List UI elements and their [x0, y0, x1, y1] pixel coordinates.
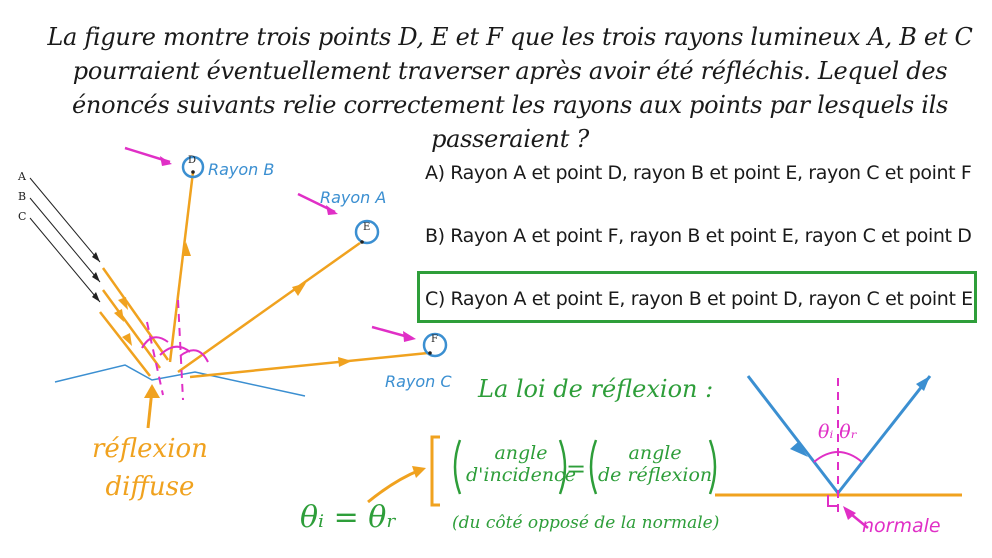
- option-c[interactable]: C) Rayon A et point E, rayon B et point …: [425, 288, 973, 310]
- equation-arrow: [367, 468, 421, 504]
- point-e-circle: [354, 219, 380, 245]
- big-bracket: [430, 435, 440, 507]
- point-f-dot: [428, 351, 432, 355]
- angle-arc-3: [179, 349, 209, 363]
- incoming-label-b: B: [18, 190, 27, 203]
- incident-arrow: [790, 442, 808, 457]
- reflected-ray-c: [189, 351, 429, 379]
- rough-surface: [54, 364, 306, 397]
- reflected-ray-b: [168, 171, 195, 363]
- angle-arc-2: [159, 345, 191, 356]
- paren-left-open: [453, 439, 462, 495]
- orange-incoming-b: [101, 289, 162, 369]
- point-d-dot: [191, 170, 195, 174]
- reflection-line-1: angle: [628, 442, 682, 464]
- arrowhead-b: [92, 272, 100, 282]
- diffuse-pointer-head: [144, 384, 160, 398]
- equals-sign: =: [566, 455, 587, 483]
- point-e-dot: [360, 240, 364, 244]
- angle-arc-1: [141, 336, 169, 349]
- ray-a-label: Rayon A: [320, 188, 387, 207]
- reflection-line-2: de réflexion: [598, 464, 713, 486]
- reflected-arrow-b: [182, 242, 191, 256]
- normal-dashed-2: [177, 299, 184, 401]
- theta-angle-label: θᵢ θᵣ: [818, 421, 858, 443]
- question-line-3: énoncés suivants relie correctement les …: [72, 91, 948, 153]
- law-title: La loi de réflexion :: [478, 375, 714, 403]
- orange-incoming-c: [99, 311, 151, 377]
- orange-arrow-in-3: [122, 333, 132, 346]
- option-b[interactable]: B) Rayon A et point F, rayon B et point …: [425, 225, 972, 247]
- reflected-ray-a: [177, 241, 361, 374]
- question-text: La figure montre trois points D, E et F …: [40, 20, 980, 156]
- theta-equation: θᵢ = θᵣ: [300, 500, 397, 535]
- pink-arrow-f-head: [403, 331, 416, 342]
- incidence-angle-text: angle d'incidence: [466, 442, 576, 486]
- normal-label: normale: [862, 515, 941, 537]
- paren-left-close: [558, 439, 567, 495]
- normal-dashed-1: [146, 321, 164, 396]
- theta-arc: [813, 451, 863, 463]
- arrowhead-a: [92, 252, 100, 262]
- incidence-line-1: angle: [494, 442, 548, 464]
- incidence-line-2: d'incidence: [466, 464, 576, 486]
- question-line-1: La figure montre trois points D, E et F …: [47, 23, 973, 51]
- paren-right-close: [708, 439, 717, 495]
- pink-arrow-d-head: [160, 156, 172, 166]
- orange-arrow-in-2: [114, 309, 124, 322]
- point-f-circle: [422, 332, 448, 358]
- incoming-label-c: C: [18, 210, 27, 223]
- question-line-2: pourraient éventuellement traverser aprè…: [72, 57, 948, 85]
- right-angle-mark: [827, 495, 838, 507]
- point-d-label: D: [188, 155, 197, 166]
- incoming-label-a: A: [18, 170, 26, 183]
- option-a[interactable]: A) Rayon A et point D, rayon B et point …: [425, 162, 972, 184]
- reflected-ray: [836, 375, 932, 494]
- ray-b-label: Rayon B: [208, 160, 275, 179]
- reflected-arrow-c: [338, 357, 352, 367]
- diffuse-line-1: réflexion: [92, 434, 208, 464]
- incoming-ray-b: [29, 197, 101, 283]
- reflected-arrow: [916, 376, 930, 391]
- diffuse-reflection-label: réflexion diffuse: [92, 430, 208, 506]
- reflected-arrow-a: [292, 283, 306, 296]
- paren-right-open: [589, 439, 598, 495]
- pink-arrow-e-head: [326, 205, 338, 215]
- side-note: (du côté opposé de la normale): [452, 513, 720, 533]
- incoming-ray-a: [29, 177, 101, 263]
- orange-incoming-a: [101, 267, 170, 361]
- equation-arrow-head: [412, 466, 426, 478]
- arrowhead-c: [92, 292, 100, 302]
- diffuse-line-2: diffuse: [105, 472, 195, 502]
- incident-ray: [746, 375, 840, 494]
- point-d-circle: [181, 155, 205, 179]
- incoming-ray-c: [29, 217, 101, 303]
- reflection-angle-text: angle de réflexion: [598, 442, 712, 486]
- point-e-label: E: [363, 222, 371, 233]
- point-f-label: F: [431, 334, 438, 345]
- normale-pointer-head: [843, 506, 856, 520]
- orange-arrow-in-1: [118, 297, 128, 310]
- correct-answer-box: [417, 271, 977, 323]
- ray-c-label: Rayon C: [385, 372, 452, 391]
